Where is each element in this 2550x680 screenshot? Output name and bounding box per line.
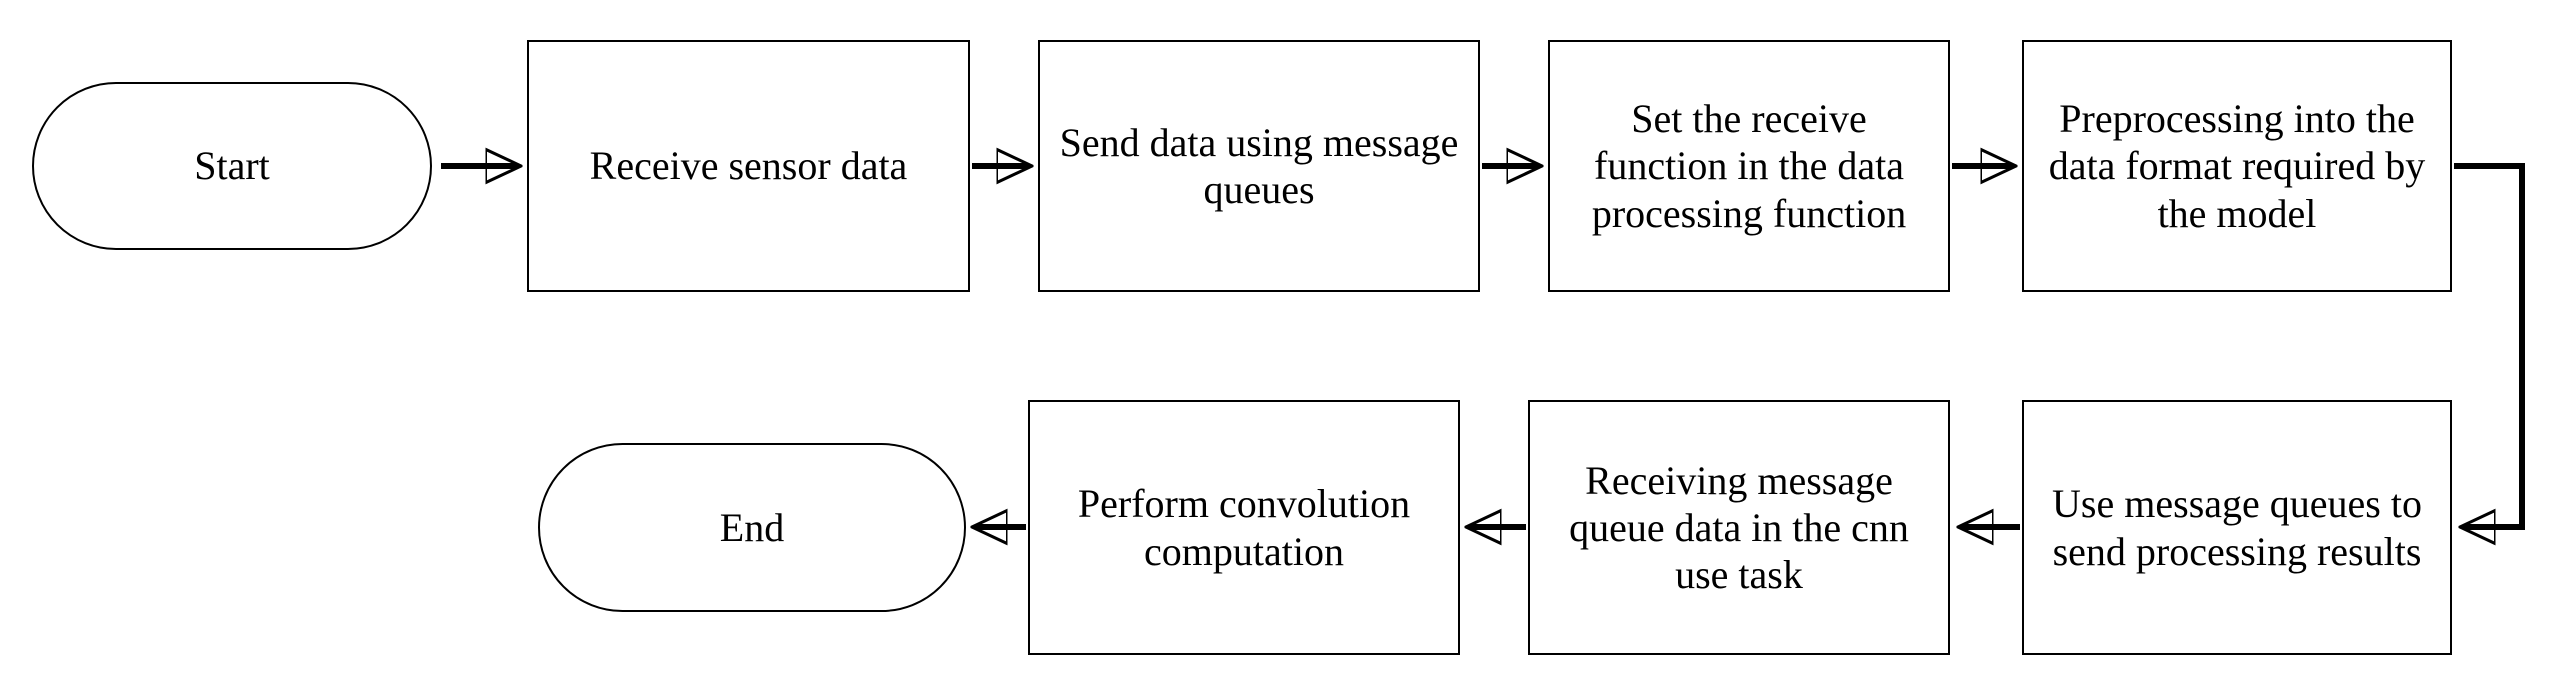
flow-node-label: Perform convolution computation bbox=[1077, 481, 1411, 574]
flow-node-preprocessing-data-format[interactable]: Preprocessing into the data format requi… bbox=[2022, 40, 2452, 292]
flow-node-perform-convolution[interactable]: Perform convolution computation bbox=[1028, 400, 1460, 655]
flow-node-label: End bbox=[719, 504, 785, 550]
flow-node-receiving-queue-data-cnn[interactable]: Receiving message queue data in the cnn … bbox=[1528, 400, 1950, 655]
flow-node-label: Set the receive function in the data pro… bbox=[1591, 96, 1907, 236]
flow-node-label: Receiving message queue data in the cnn … bbox=[1569, 457, 1909, 598]
flow-node-label: Receive sensor data bbox=[589, 143, 908, 189]
flow-node-receive-sensor-data[interactable]: Receive sensor data bbox=[527, 40, 970, 292]
flow-node-use-message-queues-send-results[interactable]: Use message queues to send processing re… bbox=[2022, 400, 2452, 655]
flow-node-send-data-message-queues[interactable]: Send data using message queues bbox=[1038, 40, 1480, 292]
flow-node-label: Preprocessing into the data format requi… bbox=[2048, 96, 2426, 236]
flow-node-end[interactable]: End bbox=[538, 443, 966, 612]
flow-node-set-receive-function[interactable]: Set the receive function in the data pro… bbox=[1548, 40, 1950, 292]
flow-node-label: Use message queues to send processing re… bbox=[2052, 481, 2422, 574]
flow-node-label: Send data using message queues bbox=[1059, 119, 1459, 212]
flow-node-label: Start bbox=[194, 143, 270, 189]
flow-edge-preproc-to-usequeues bbox=[2454, 163, 2525, 527]
flow-node-start[interactable]: Start bbox=[32, 82, 432, 250]
